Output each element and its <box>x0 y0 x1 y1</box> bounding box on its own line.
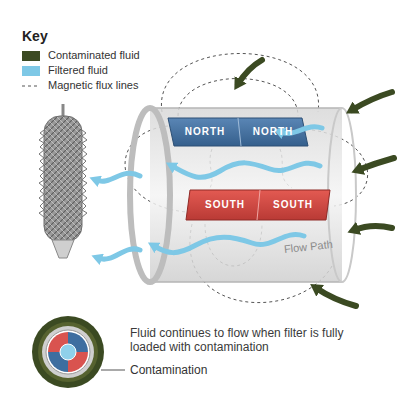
tube-end <box>328 108 356 282</box>
flux-lines <box>125 54 368 303</box>
magnet-label: SOUTH <box>192 199 258 211</box>
legend-heading: Key <box>22 28 48 44</box>
magnet-label: SOUTH <box>260 199 326 211</box>
magnet-divider <box>238 118 241 146</box>
south-magnet <box>186 190 330 220</box>
contaminated-flow <box>238 60 394 306</box>
flow-arrow <box>98 249 140 259</box>
flux-line <box>161 54 318 113</box>
filter-tube <box>130 108 356 282</box>
legend-line-sample <box>22 81 40 91</box>
flow-arrow <box>172 163 320 177</box>
tube-edge <box>150 281 342 283</box>
housing-ring <box>46 330 90 374</box>
contamination-ring <box>38 322 98 382</box>
legend-text: Magnetic flux lines <box>48 79 139 92</box>
flow-arrow <box>354 226 392 230</box>
flow-arrow <box>238 60 262 84</box>
tube-edge <box>150 107 342 109</box>
flow-arrow <box>358 158 394 170</box>
cross-section <box>32 316 104 388</box>
legend-swatch <box>22 66 40 76</box>
leader-line <box>101 370 125 371</box>
magnet-label: NORTH <box>240 126 306 138</box>
magnet-divider <box>257 190 260 220</box>
dashed-line <box>22 86 40 87</box>
magnet-rod <box>39 104 87 258</box>
center-core <box>60 344 76 360</box>
flow-arrow <box>316 288 356 306</box>
legend-text: Contaminated fluid <box>48 49 140 62</box>
tube-end <box>130 108 170 282</box>
flow-arrow <box>96 173 140 181</box>
legend-text: Filtered fluid <box>48 64 108 77</box>
rod-cone <box>52 240 74 258</box>
note-text: Fluid continues to flow when filter is f… <box>130 326 366 354</box>
housing-ring <box>42 326 94 378</box>
legend-swatch <box>22 51 40 61</box>
north-magnet <box>168 118 308 146</box>
rod-fuzz <box>82 130 87 217</box>
callout-label: Contamination <box>130 363 207 377</box>
rod-bristles <box>44 116 82 242</box>
tube-inner <box>150 108 342 282</box>
flow-arrow <box>352 92 392 110</box>
filtered-flow <box>96 127 322 260</box>
magnet-label: NORTH <box>172 126 238 138</box>
contamination-ring <box>32 316 104 388</box>
flow-arrow <box>154 235 304 253</box>
rod-fuzz <box>39 130 44 217</box>
